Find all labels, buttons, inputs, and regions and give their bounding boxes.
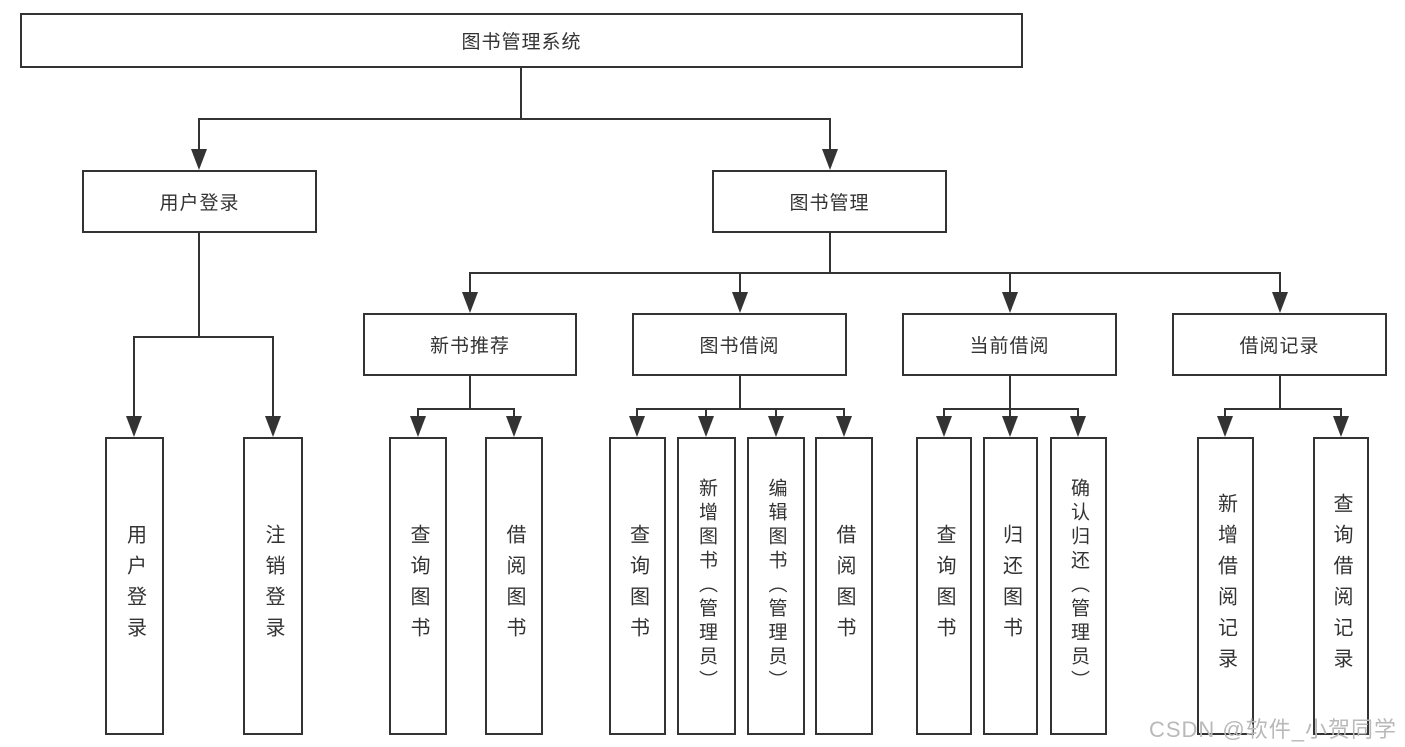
connector-line [133, 336, 274, 338]
arrow-down-icon [1333, 416, 1349, 437]
leaf-logout: 注销登录 [243, 437, 303, 735]
connector-line [272, 336, 274, 416]
arrow-down-icon [936, 416, 952, 437]
connector-line [198, 118, 831, 120]
node-label: 新书推荐 [429, 336, 510, 357]
connector-line [417, 408, 419, 416]
connector-line [843, 408, 845, 416]
connector-line [1224, 408, 1226, 416]
leaf-query-books-current: 查询图书 [916, 437, 972, 735]
node-label: 用户登录 [123, 524, 146, 648]
node-label: 图书管理系统 [461, 32, 582, 53]
node-label: 新增借阅记录 [1214, 493, 1237, 679]
arrow-down-icon [126, 416, 142, 437]
node-label: 查询借阅记录 [1330, 493, 1352, 679]
connector-line [739, 376, 741, 408]
leaf-query-books-borrowing: 查询图书 [609, 437, 666, 735]
arrow-down-icon [822, 149, 838, 170]
connector-line [1009, 376, 1011, 408]
node-label: 新增图书（管理员） [696, 478, 717, 694]
arrow-down-icon [1217, 416, 1233, 437]
node-label: 确认归还（管理员） [1068, 478, 1089, 694]
node-book-management-branch: 图书管理 [712, 170, 947, 233]
arrow-down-icon [1070, 416, 1086, 437]
node-label: 查询图书 [626, 524, 649, 648]
node-label: 借阅图书 [503, 524, 525, 648]
connector-line [705, 408, 707, 416]
arrow-down-icon [191, 149, 207, 170]
leaf-return-books: 归还图书 [983, 437, 1038, 735]
leaf-borrow-books-borrowing: 借阅图书 [815, 437, 873, 735]
arrow-down-icon [410, 416, 426, 437]
node-borrowing-records: 借阅记录 [1172, 313, 1387, 376]
node-book-borrowing: 图书借阅 [632, 313, 847, 376]
connector-line [1009, 272, 1011, 292]
connector-line [1279, 376, 1281, 408]
connector-line [943, 408, 1079, 410]
node-label: 图书管理 [789, 193, 870, 214]
connector-line [469, 272, 1281, 274]
node-library-management-system: 图书管理系统 [20, 13, 1023, 68]
leaf-user-login: 用户登录 [105, 437, 164, 735]
csdn-watermark: CSDN @软件_小贺同学 [1148, 717, 1397, 742]
arrow-down-icon [1272, 292, 1288, 313]
node-label: 用户登录 [159, 193, 240, 214]
node-label: 当前借阅 [969, 336, 1050, 357]
node-label: 注销登录 [262, 524, 284, 648]
arrow-down-icon [462, 292, 478, 313]
connector-line [829, 118, 831, 149]
leaf-edit-books-admin: 编辑图书（管理员） [747, 437, 805, 735]
connector-line [636, 408, 638, 416]
node-label: 编辑图书（管理员） [765, 478, 787, 694]
arrow-down-icon [836, 416, 852, 437]
arrow-down-icon [506, 416, 522, 437]
leaf-add-borrow-record: 新增借阅记录 [1197, 437, 1254, 735]
connector-line [1224, 408, 1342, 410]
connector-line [829, 233, 831, 272]
leaf-confirm-return-admin: 确认归还（管理员） [1050, 437, 1107, 735]
connector-line [198, 118, 200, 149]
node-label: 图书借阅 [699, 336, 780, 357]
node-new-book-recommendation: 新书推荐 [363, 313, 577, 376]
connector-line [198, 233, 200, 336]
leaf-borrow-books-recommend: 借阅图书 [485, 437, 543, 735]
leaf-query-books-recommend: 查询图书 [389, 437, 447, 735]
connector-line [1009, 408, 1011, 416]
connector-line [417, 408, 514, 410]
node-label: 归还图书 [999, 524, 1022, 648]
connector-line [943, 408, 945, 416]
connector-line [636, 408, 844, 410]
connector-line [739, 272, 741, 292]
connector-line [469, 376, 471, 408]
arrow-down-icon [629, 416, 645, 437]
arrow-down-icon [265, 416, 281, 437]
connector-line [469, 272, 471, 292]
node-label: 查询图书 [933, 524, 955, 648]
arrow-down-icon [1002, 416, 1018, 437]
connector-line [775, 408, 777, 416]
connector-line [520, 68, 522, 118]
node-label: 查询图书 [407, 524, 429, 648]
arrow-down-icon [768, 416, 784, 437]
connector-line [1077, 408, 1079, 416]
arrow-down-icon [698, 416, 714, 437]
connector-line [513, 408, 515, 416]
node-label: 借阅记录 [1239, 336, 1320, 357]
node-user-login-branch: 用户登录 [82, 170, 317, 233]
connector-line [133, 336, 135, 416]
arrow-down-icon [1002, 292, 1018, 313]
node-current-borrowing: 当前借阅 [902, 313, 1117, 376]
arrow-down-icon [732, 292, 748, 313]
connector-line [1279, 272, 1281, 292]
node-label: 借阅图书 [833, 524, 855, 648]
connector-line [1340, 408, 1342, 416]
leaf-query-borrow-record: 查询借阅记录 [1313, 437, 1369, 735]
leaf-add-books-admin: 新增图书（管理员） [677, 437, 736, 735]
